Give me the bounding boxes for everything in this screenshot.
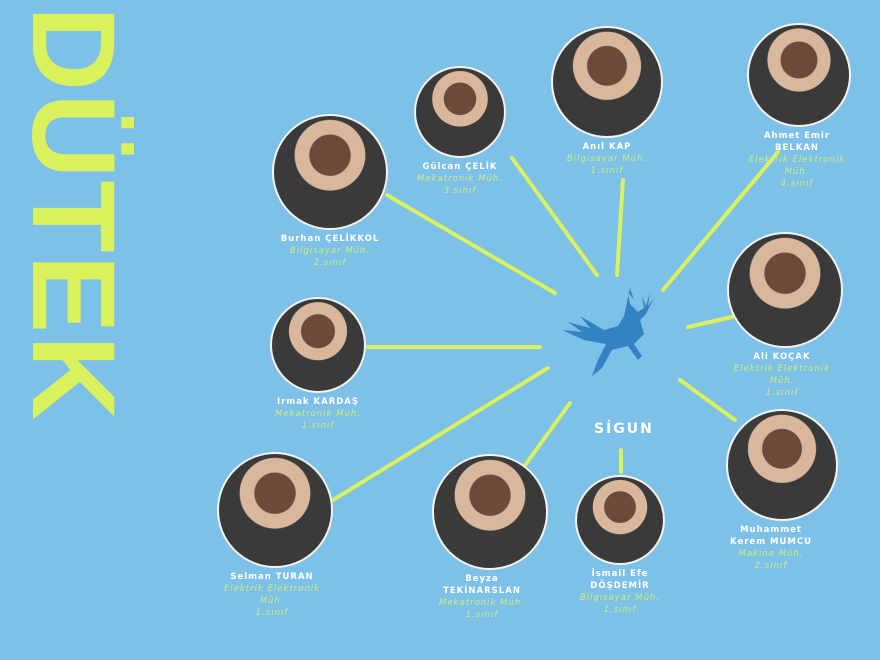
member-name: Burhan ÇELİKKOL — [280, 234, 380, 244]
connector-line — [521, 401, 572, 470]
member-name: Selman TURAN — [230, 572, 314, 582]
member-year: 1.sınıf — [603, 605, 637, 615]
connector-line — [661, 150, 780, 292]
member-photo — [217, 452, 333, 568]
member-name: Irmak KARDAŞ — [276, 397, 360, 407]
member-department: Mekatronik Müh. — [275, 409, 361, 419]
member-name: Gülcan ÇELİK — [422, 162, 498, 172]
team-title: DÜTEK — [7, 6, 139, 423]
member-card: Muhammet Kerem MUMCU Makine Müh. 2.sınıf — [726, 409, 838, 572]
member-card: Burhan ÇELİKKOL Bilgisayar Müh. 2.sınıf — [250, 114, 410, 269]
member-department: Bilgisayar Müh. — [579, 593, 661, 603]
member-name: Ahmet Emir BELKAN — [763, 131, 831, 153]
member-photo — [432, 454, 548, 570]
member-photo — [747, 23, 851, 127]
member-card: İsmail Efe DÖŞDEMİR Bilgisayar Müh. 1.sını… — [575, 475, 665, 616]
member-department: Elektrik Elektronik Müh. — [748, 155, 846, 177]
member-year: 4.sınıf — [780, 179, 814, 189]
member-photo — [727, 232, 843, 348]
member-name: Muhammet Kerem MUMCU — [730, 525, 812, 547]
member-photo — [272, 114, 388, 230]
member-department: Elektrik Elektronik Müh. — [223, 584, 321, 606]
member-department: Makine Müh. — [738, 549, 804, 559]
member-year: 1.sınıf — [255, 608, 289, 618]
member-photo — [726, 409, 838, 521]
winged-deer-logo-icon — [562, 288, 654, 376]
member-year: 1.sınıf — [301, 421, 335, 431]
connector-line — [510, 156, 599, 277]
member-photo — [270, 297, 366, 393]
member-card: Beyza TEKİNARSLAN Mekatronik Müh. 1.sınıf — [432, 454, 548, 621]
member-year: 1.sınıf — [765, 388, 799, 398]
member-card: Anıl KAP Bilgisayar Müh. 1.sınıf — [527, 26, 687, 177]
member-year: 1.sınıf — [465, 610, 499, 620]
member-year: 2.sınıf — [754, 561, 788, 571]
member-name: Ali KOÇAK — [753, 352, 811, 362]
member-department: Mekatronik Müh. — [439, 598, 525, 608]
member-name: Beyza TEKİNARSLAN — [443, 574, 521, 596]
connector-line — [686, 315, 734, 329]
member-card: Irmak KARDAŞ Mekatronik Müh. 1.sınıf — [238, 297, 398, 432]
connector-line — [615, 178, 625, 277]
member-name: İsmail Efe DÖŞDEMİR — [590, 569, 650, 591]
member-card: Ali KOÇAK Elektrik Elektronik Müh. 1.sınıf — [727, 232, 843, 399]
member-photo — [551, 26, 663, 138]
member-year: 1.sınıf — [590, 166, 624, 176]
member-year: 2.sınıf — [313, 258, 347, 268]
member-department: Elektrik Elektronik Müh. — [733, 364, 831, 386]
member-department: Bilgisayar Müh. — [566, 154, 648, 164]
connector-line — [678, 378, 737, 422]
member-photo — [414, 66, 506, 158]
member-photo — [575, 475, 665, 565]
member-department: Mekatronik Müh. — [417, 174, 503, 184]
member-card: Gülcan ÇELİK Mekatronik Müh. 3.sınıf — [380, 66, 540, 197]
member-year: 3.sınıf — [443, 186, 477, 196]
member-card: Selman TURAN Elektrik Elektronik Müh. 1.sı… — [217, 452, 333, 619]
member-department: Bilgisayar Müh. — [289, 246, 371, 256]
connector-line — [331, 366, 550, 502]
member-name: Anıl KAP — [582, 142, 632, 152]
organization-label: SİGUN — [594, 421, 654, 437]
connector-line — [385, 193, 557, 295]
